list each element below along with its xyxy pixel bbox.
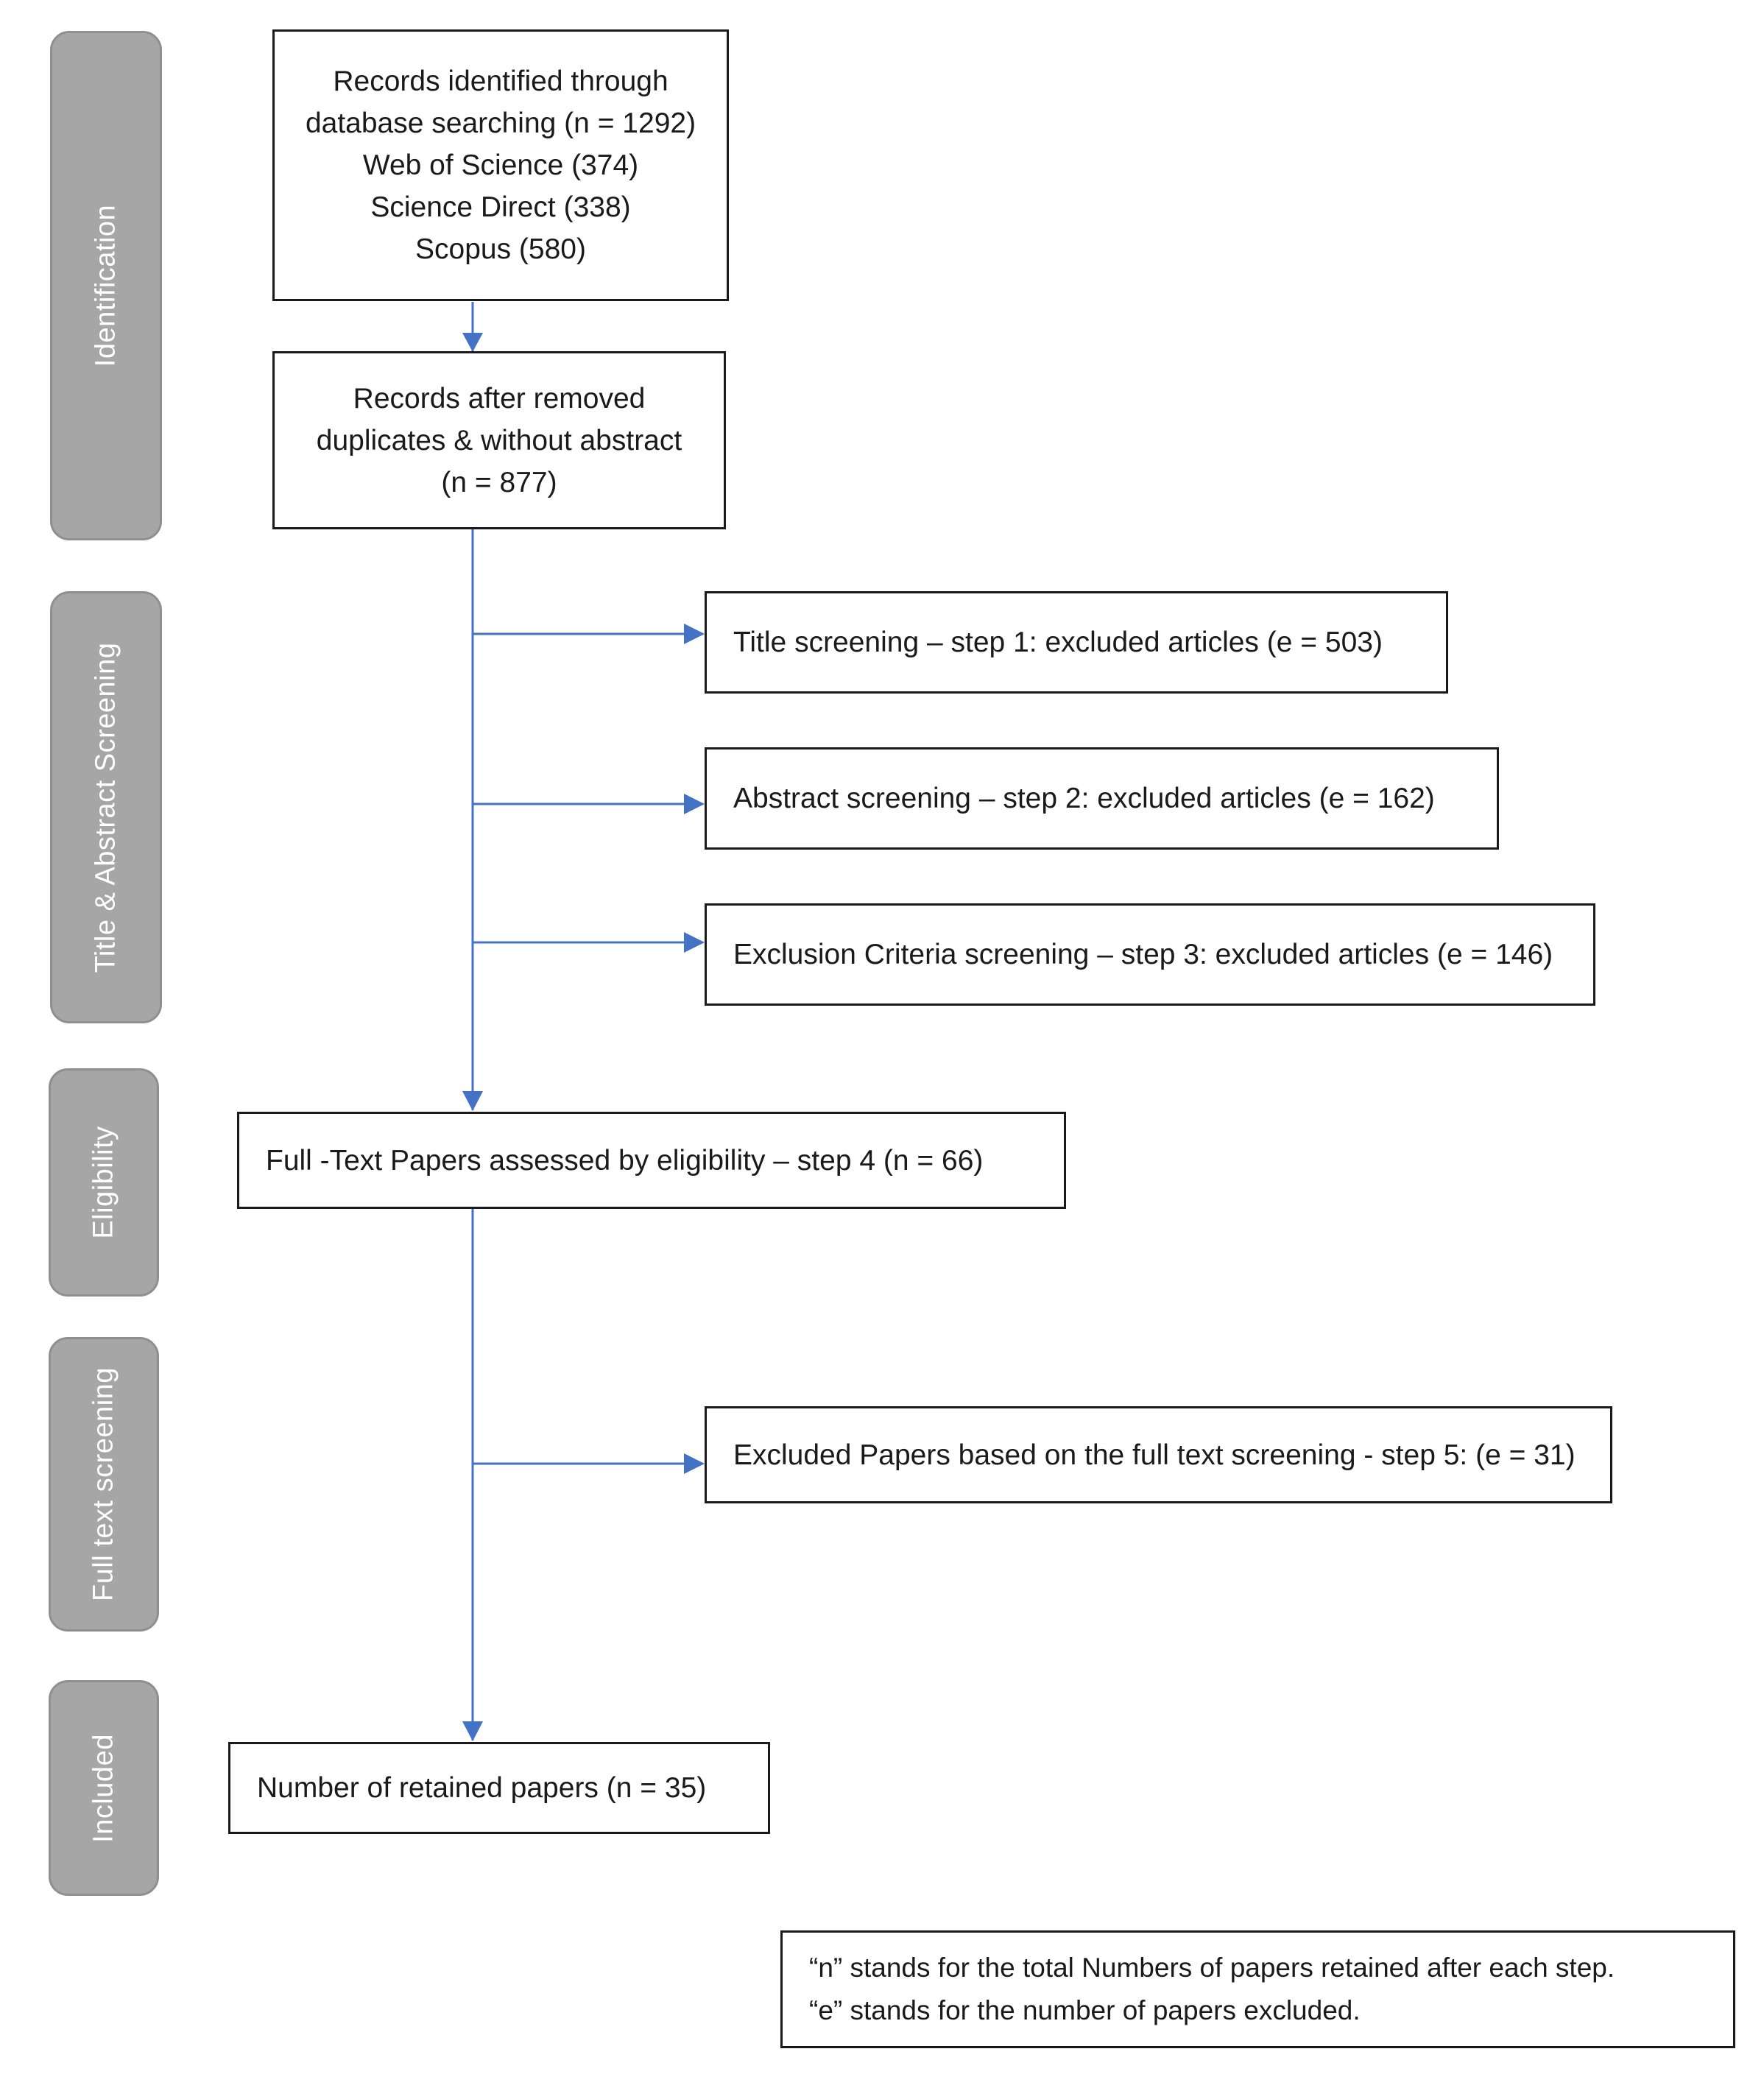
records-identified-line-4: Science Direct (338) bbox=[370, 191, 631, 223]
phase-included: Included bbox=[49, 1680, 159, 1896]
legend-note-line-1: “n” stands for the total Numbers of pape… bbox=[809, 1953, 1615, 1983]
exclusion-criteria-text: Exclusion Criteria screening – step 3: e… bbox=[733, 939, 1553, 970]
arrowhead-full-text-assessed bbox=[462, 1091, 483, 1111]
arrowhead-removed bbox=[462, 333, 483, 352]
records-after-removed-line-1: Records after removed bbox=[353, 382, 646, 415]
phase-full-text-label: Full text screening bbox=[88, 1367, 119, 1601]
title-screening-text: Title screening – step 1: excluded artic… bbox=[733, 627, 1383, 658]
arrowhead-title-screening bbox=[684, 624, 705, 644]
excluded-full-text-text: Excluded Papers based on the full text s… bbox=[733, 1439, 1576, 1471]
phase-identification: Identification bbox=[50, 31, 162, 540]
excluded-full-text-box: Excluded Papers based on the full text s… bbox=[705, 1406, 1612, 1503]
phase-title-abstract-screening: Title & Abstract Screening bbox=[50, 591, 162, 1023]
legend-note-box: “n” stands for the total Numbers of pape… bbox=[780, 1930, 1735, 2048]
arrowhead-exclusion-criteria bbox=[684, 932, 705, 953]
retained-papers-box: Number of retained papers (n = 35) bbox=[228, 1742, 770, 1834]
full-text-assessed-box: Full -Text Papers assessed by eligibilit… bbox=[237, 1112, 1066, 1209]
phase-full-text-screening: Full text screening bbox=[49, 1337, 159, 1632]
records-identified-box: Records identified through database sear… bbox=[272, 29, 729, 301]
retained-papers-text: Number of retained papers (n = 35) bbox=[257, 1772, 707, 1804]
arrowhead-abstract-screening bbox=[684, 794, 705, 814]
records-identified-line-5: Scopus (580) bbox=[415, 233, 586, 265]
records-identified-line-2: database searching (n = 1292) bbox=[305, 107, 696, 139]
records-after-removed-line-3: (n = 877) bbox=[441, 466, 557, 498]
arrowhead-retained bbox=[462, 1721, 483, 1741]
legend-note-line-2: “e” stands for the number of papers excl… bbox=[809, 1995, 1361, 2025]
arrowhead-excluded-full-text bbox=[684, 1453, 705, 1474]
phase-included-label: Included bbox=[88, 1733, 119, 1843]
full-text-assessed-text: Full -Text Papers assessed by eligibilit… bbox=[266, 1144, 984, 1177]
phase-eligibility-label: Eligibility bbox=[88, 1126, 119, 1239]
phase-identification-label: Identification bbox=[90, 204, 121, 367]
exclusion-criteria-box: Exclusion Criteria screening – step 3: e… bbox=[705, 903, 1595, 1006]
records-after-removed-box: Records after removed duplicates & witho… bbox=[272, 351, 726, 529]
title-screening-box: Title screening – step 1: excluded artic… bbox=[705, 591, 1448, 694]
abstract-screening-box: Abstract screening – step 2: excluded ar… bbox=[705, 747, 1499, 850]
records-identified-line-1: Records identified through bbox=[333, 66, 668, 97]
records-identified-line-3: Web of Science (374) bbox=[362, 149, 639, 181]
abstract-screening-text: Abstract screening – step 2: excluded ar… bbox=[733, 783, 1435, 814]
phase-eligibility: Eligibility bbox=[49, 1068, 159, 1297]
records-after-removed-line-2: duplicates & without abstract bbox=[316, 424, 682, 456]
phase-screening-label: Title & Abstract Screening bbox=[90, 642, 121, 973]
